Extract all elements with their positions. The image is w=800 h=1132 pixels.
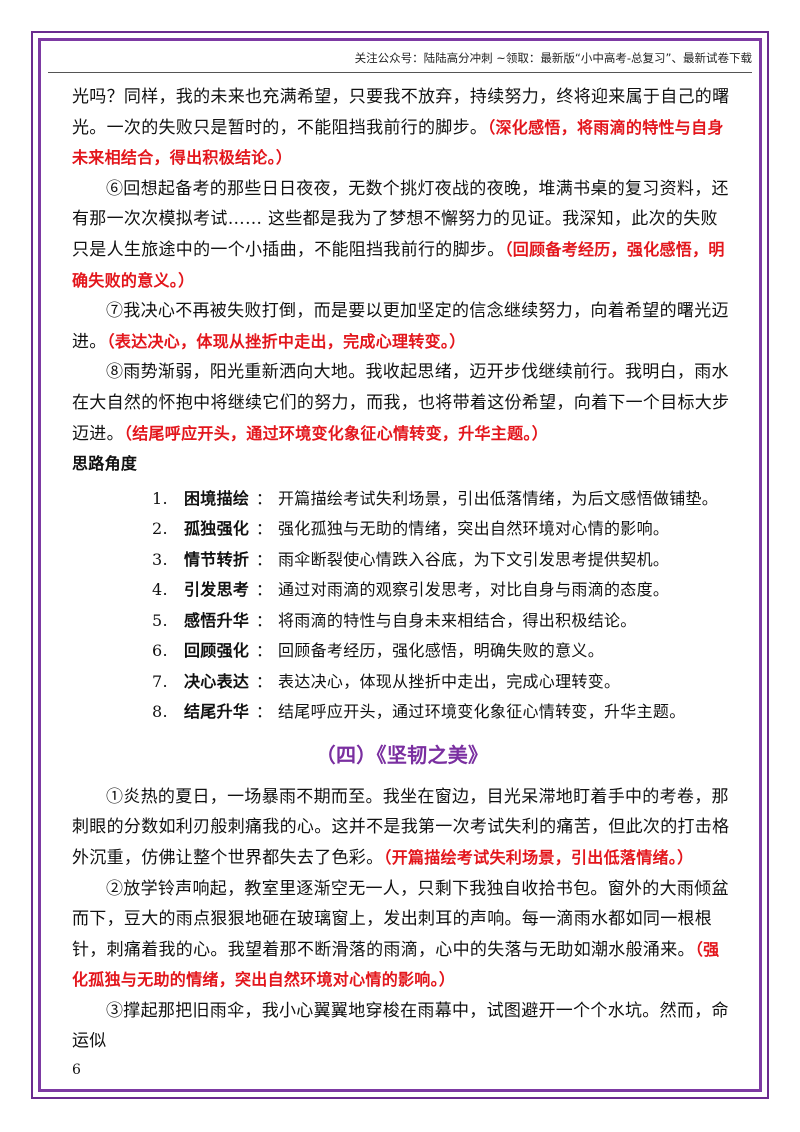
page-border-outer — [31, 31, 769, 1099]
page-header: 关注公众号：陆陆高分冲刺 ~领取：最新版“小中高考-总复习”、最新试卷下载 — [354, 51, 752, 65]
annotation-note: （开篇描绘考试失利场景，引出低落情绪。） — [383, 847, 694, 867]
paragraph-bottom-2: ②放学铃声响起，教室里逐渐空无一人，只剩下我独自收拾书包。窗外的大雨倾盆而下，豆… — [72, 878, 729, 990]
angle-item: 5.感悟升华：将雨滴的特性与自身未来相结合，得出积极结论。 — [152, 610, 637, 630]
paragraph-top-3: ⑦我决心不再被失败打倒，而是要以更加坚定的信念继续努力，向着希望的曙光迈进。（表… — [72, 301, 729, 352]
angle-item: 7.决心表达：表达决心，体现从挫折中走出，完成心理转变。 — [152, 671, 621, 691]
annotation-note: （回顾备考经历，强化感悟，明确失败的意义。） — [72, 239, 725, 290]
paragraph-top-4: ⑧雨势渐弱，阳光重新洒向大地。我收起思绪，迈开步伐继续前行。我明白，雨水在大自然… — [72, 362, 730, 444]
page-number: 6 — [72, 1062, 81, 1078]
header-divider — [48, 72, 752, 73]
angles-list: 1.困境描绘：开篇描绘考试失利场景，引出低落情绪，为后文感悟做铺垫。 2.孤独强… — [72, 484, 732, 728]
angle-item: 3.情节转折：雨伞断裂使心情跌入谷底，为下文引发思考提供契机。 — [152, 549, 670, 569]
angle-item: 4.引发思考：通过对雨滴的观察引发思考，对比自身与雨滴的态度。 — [152, 580, 670, 600]
angles-heading: 思路角度 — [72, 454, 138, 474]
annotation-note: （表达决心，体现从挫折中走出，完成心理转变。） — [106, 331, 466, 351]
paragraph-bottom-1: ①炎热的夏日，一场暴雨不期而至。我坐在窗边，目光呆滞地盯着手中的考卷，那刺眼的分… — [72, 786, 730, 868]
paragraph-top-1: 光吗？同样，我的未来也充满希望，只要我不放弃，持续努力，终将迎来属于自己的曙光。… — [72, 87, 730, 168]
paragraph-bottom-3: ③撑起那把旧雨伞，我小心翼翼地穿梭在雨幕中，试图避开一个个水坑。然而，命运似 — [72, 1000, 729, 1052]
annotation-note: （深化感悟，将雨滴的特性与自身未来相结合，得出积极结论。） — [72, 117, 724, 168]
main-content: 光吗？同样，我的未来也充满希望，只要我不放弃，持续努力，终将迎来属于自己的曙光。… — [72, 82, 732, 1057]
annotation-note: （强化孤独与无助的情绪，突出自然环境对心情的影响。） — [72, 939, 720, 990]
angle-item: 2.孤独强化：强化孤独与无助的情绪，突出自然环境对心情的影响。 — [152, 519, 670, 539]
section-title: （四）《坚韧之美》 — [315, 742, 489, 767]
annotation-note: （结尾呼应开头，通过环境变化象征心情转变，升华主题。） — [123, 423, 549, 443]
page-border-inner — [38, 38, 762, 1092]
angle-item: 6.回顾强化：回顾备考经历，强化感悟，明确失败的意义。 — [152, 641, 605, 661]
angle-item: 1.困境描绘：开篇描绘考试失利场景，引出低落情绪，为后文感悟做铺垫。 — [152, 488, 719, 508]
paragraph-top-2: ⑥回想起备考的那些日日夜夜，无数个挑灯夜战的夜晚，堆满书桌的复习资料，还有那一次… — [72, 178, 729, 290]
angle-item: 8.结尾升华：结尾呼应开头，通过环境变化象征心情转变，升华主题。 — [152, 702, 686, 722]
